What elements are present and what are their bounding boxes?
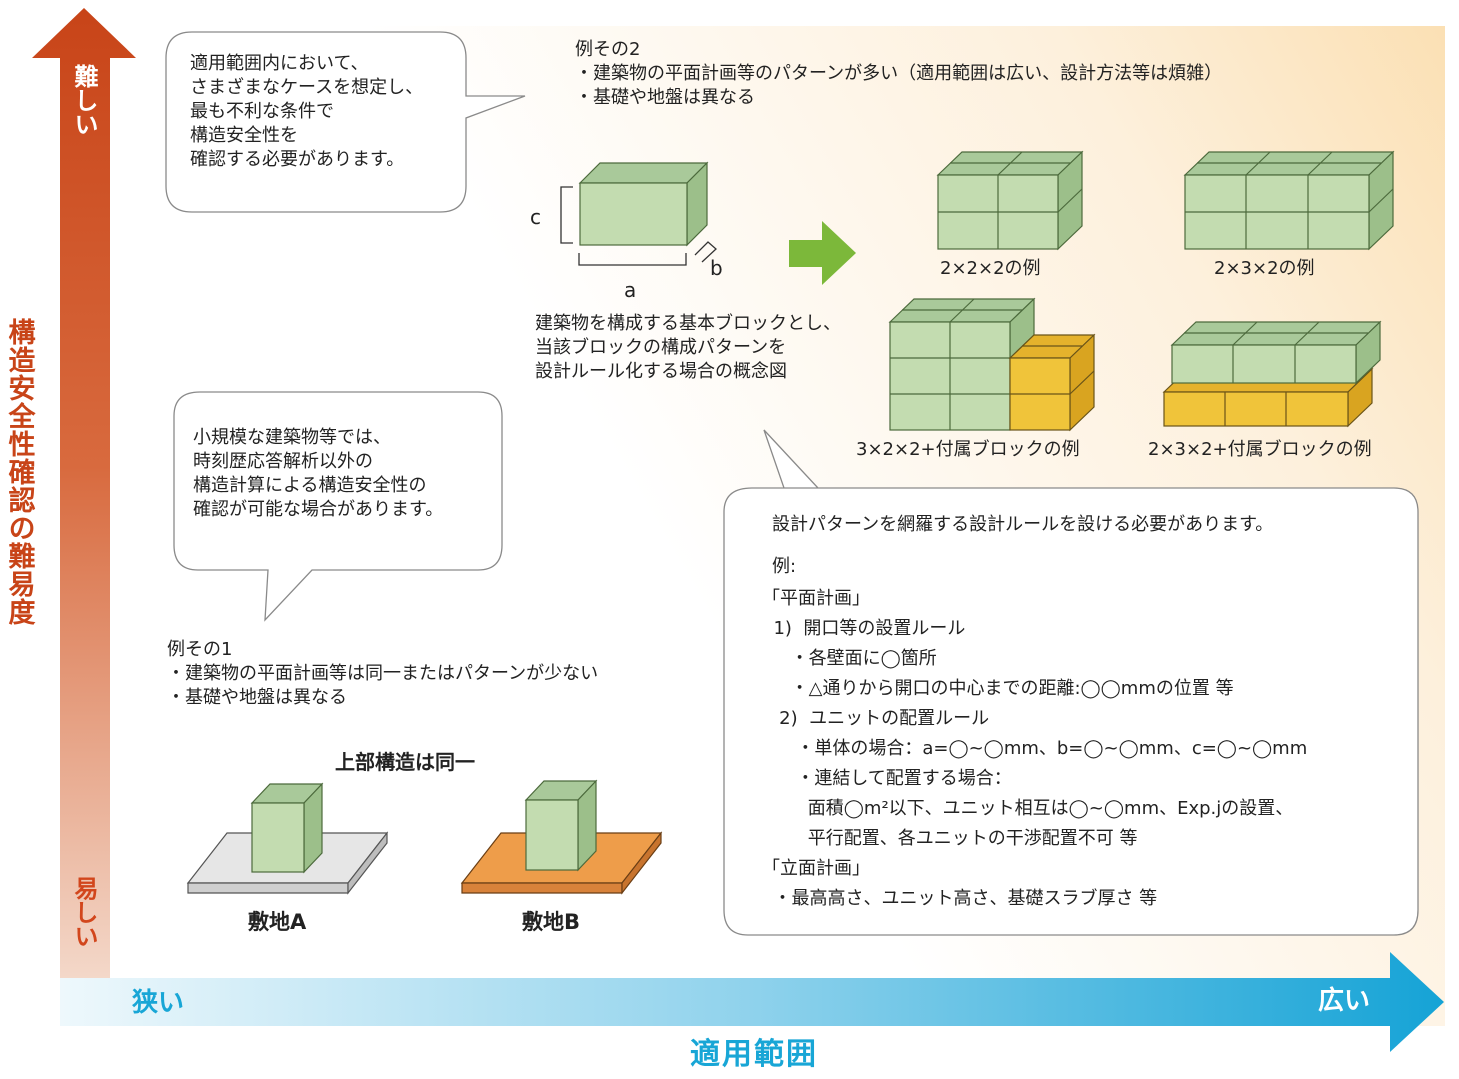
x-axis-arrow: [60, 952, 1444, 1052]
y-top-text: 難しい: [70, 64, 98, 136]
bubble-mid-line: 小規模な建築物等では、: [193, 427, 391, 448]
rules-heading: 設計パターンを網羅する設計ルールを設ける必要があります。: [772, 514, 1274, 535]
bubble-rules-outline: [723, 429, 1419, 936]
block-3x2x2-plus: [888, 297, 1096, 432]
basic-block: [560, 161, 717, 266]
example1-line: ・建築物の平面計画等は同一またはパターンが少ない: [167, 663, 599, 684]
rules-text: 設計パターンを網羅する設計ルールを設ける必要があります。 例:: [772, 512, 1273, 582]
rules-line: 平行配置、各ユニットの干渉配置不可 等: [762, 828, 1138, 849]
bubble-mid-text: 小規模な建築物等では、 時刻歴応答解析以外の 構造計算による構造安全性の 確認が…: [193, 426, 443, 522]
bubble-top-line: 最も不利な条件で: [190, 101, 334, 122]
rules-list: 「平面計画」 1) 開口等の設置ルール ・各壁面に◯箇所 ・△通りから開口の中心…: [762, 584, 1307, 914]
rules-line: ・最高高さ、ユニット高さ、基礎スラブ厚さ 等: [762, 888, 1158, 909]
block-example-2-label: 2×3×2の例: [1214, 258, 1315, 279]
bubble-top-line: さまざまなケースを想定し、: [190, 77, 424, 98]
y-bottom-text: 易しい: [70, 876, 98, 948]
x-axis-title: 適用範囲: [690, 1037, 818, 1072]
block-caption-line: 設計ルール化する場合の概念図: [535, 361, 787, 382]
rules-line: ・△通りから開口の中心までの距離:◯◯mmの位置 等: [762, 678, 1234, 699]
block-2x2x2: [936, 150, 1084, 251]
block-caption-line: 当該ブロックの構成パターンを: [535, 337, 787, 358]
y-axis-title-text: 構造安全性確認の難易度: [3, 318, 35, 626]
site-b-label: 敷地B: [522, 910, 581, 934]
site-b-drawing: [460, 779, 663, 895]
rules-line: ・連結して配置する場合：: [762, 768, 1012, 789]
dim-b-label: b: [710, 256, 723, 280]
example1-line: ・基礎や地盤は異なる: [167, 687, 347, 708]
dim-a-label: a: [624, 278, 637, 302]
bubble-top-line: 確認する必要があります。: [190, 149, 405, 170]
block-example-4-label: 2×3×2+付属ブロックの例: [1148, 439, 1372, 460]
bubble-mid-outline: [173, 391, 503, 622]
example2-line: ・建築物の平面計画等のパターンが多い（適用範囲は広い、設計方法等は煩雑）: [575, 63, 1223, 84]
rules-line: 「立面計画」: [762, 858, 870, 879]
y-top-label: 難しい: [68, 64, 100, 142]
block-2x3x2-plus: [1162, 320, 1382, 428]
example1-text: 例その1 ・建築物の平面計画等は同一またはパターンが少ない ・基礎や地盤は異なる: [167, 638, 598, 710]
site-a-label: 敷地A: [248, 910, 307, 934]
example2-text: 例その2 ・建築物の平面計画等のパターンが多い（適用範囲は広い、設計方法等は煩雑…: [575, 38, 1222, 110]
rules-line: 「平面計画」: [762, 588, 870, 609]
sites-title: 上部構造は同一: [335, 750, 475, 774]
bubble-top-outline: [165, 31, 526, 213]
block-caption: 建築物を構成する基本ブロックとし、 当該ブロックの構成パターンを 設計ルール化す…: [535, 312, 841, 384]
bubble-mid-line: 構造計算による構造安全性の: [193, 475, 427, 496]
block-caption-line: 建築物を構成する基本ブロックとし、: [535, 313, 841, 334]
rules-line: 面積◯m²以下、ユニット相互は◯~◯mm、Exp.jの設置、: [762, 798, 1294, 819]
bubble-top-line: 適用範囲内において、: [190, 53, 369, 74]
y-axis-arrow: [32, 8, 136, 1026]
rules-line: 2) ユニットの配置ルール: [762, 708, 990, 729]
rules-line: ・各壁面に◯箇所: [762, 648, 937, 669]
bubble-top-line: 構造安全性を: [190, 125, 298, 146]
dim-c-label: c: [530, 205, 541, 229]
rules-line: 例:: [772, 556, 797, 577]
bubble-top-text: 適用範囲内において、 さまざまなケースを想定し、 最も不利な条件で 構造安全性を…: [190, 52, 423, 172]
bubble-mid-line: 確認が可能な場合があります。: [193, 499, 444, 520]
y-bottom-label: 易しい: [68, 876, 100, 954]
green-arrow: [789, 221, 856, 285]
bubble-mid-line: 時刻歴応答解析以外の: [193, 451, 373, 472]
x-left-label: 狭い: [132, 988, 185, 1018]
x-right-label: 広い: [1318, 986, 1371, 1016]
rules-line: ・単体の場合：a=◯~◯mm、b=◯~◯mm、c=◯~◯mm: [762, 738, 1308, 759]
example2-line: ・基礎や地盤は異なる: [575, 87, 755, 108]
y-axis-title: 構造安全性確認の難易度: [0, 318, 38, 633]
example1-heading: 例その1: [167, 639, 233, 660]
site-a-drawing: [186, 782, 389, 895]
block-example-3-label: 3×2×2+付属ブロックの例: [856, 439, 1080, 460]
block-2x3x2: [1183, 150, 1395, 251]
block-example-1-label: 2×2×2の例: [940, 258, 1041, 279]
rules-line: 1) 開口等の設置ルール: [762, 618, 966, 639]
example2-heading: 例その2: [575, 39, 641, 60]
